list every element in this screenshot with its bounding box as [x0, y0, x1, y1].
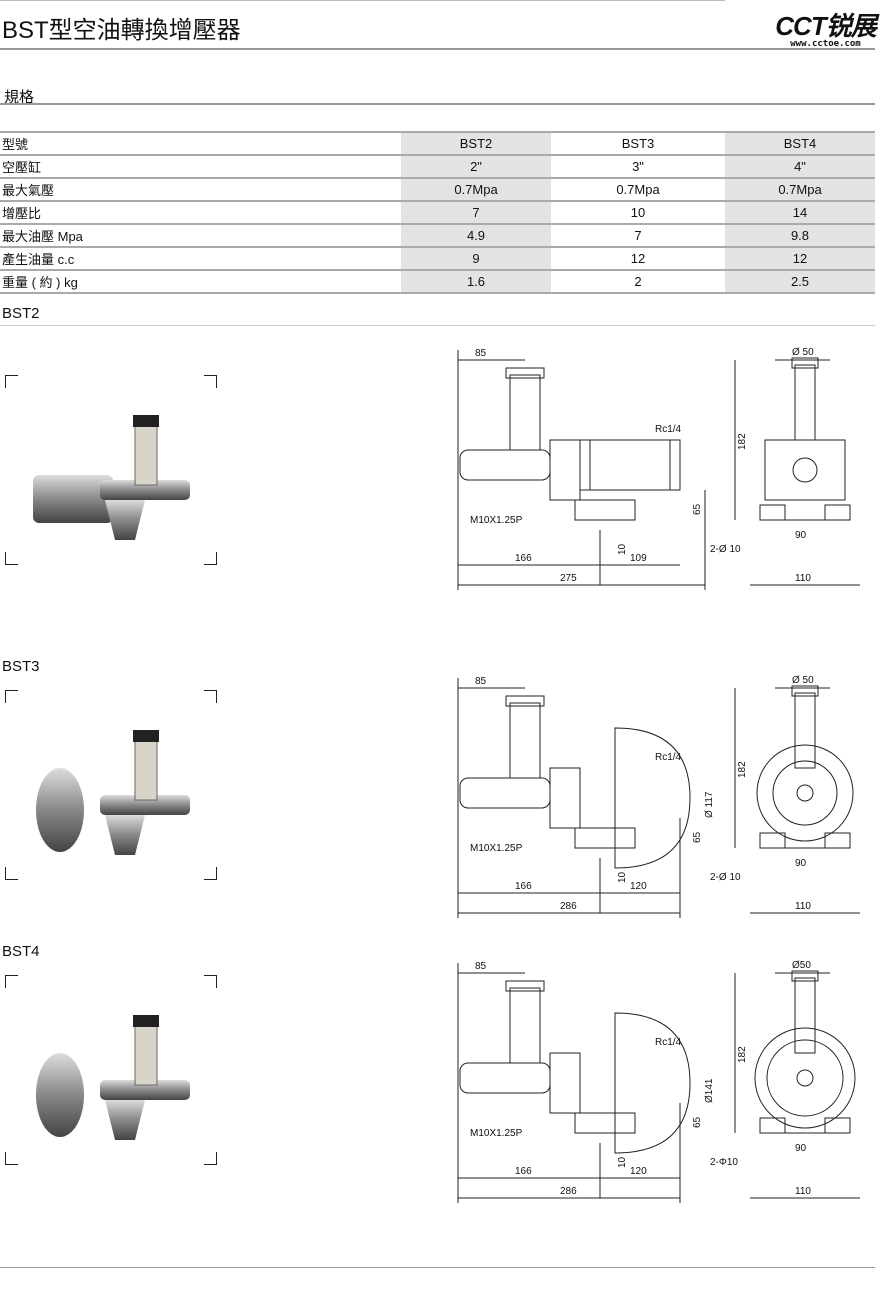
dim-65: 65 — [692, 1116, 703, 1128]
dim-port-label: Rc1/4 — [655, 752, 682, 763]
dim-110: 110 — [795, 901, 811, 912]
dim-110: 110 — [795, 1186, 811, 1197]
dim-182: 182 — [737, 1046, 748, 1063]
table-cell-value: 2.5 — [725, 270, 875, 294]
table-cell-label: 空壓缸 — [0, 155, 401, 179]
spec-rule — [0, 103, 875, 105]
section-title: BST4 — [2, 943, 40, 960]
logo-mark: CCT锐展 — [775, 11, 876, 41]
top-rule — [0, 0, 725, 1]
dim-holes: 2-Φ10 — [710, 1157, 738, 1168]
dim-body-dia: Ø 117 — [704, 791, 715, 818]
footer-rule — [0, 1267, 875, 1268]
dim-110: 110 — [795, 573, 811, 584]
dim-thread-label: M10X1.25P — [470, 843, 523, 854]
table-cell-value: 3" — [551, 155, 725, 179]
logo-url: www.cctoe.com — [790, 39, 861, 49]
dim-10: 10 — [617, 871, 628, 883]
section-title: BST2 — [2, 305, 40, 322]
table-cell-value: 0.7Mpa — [401, 178, 551, 202]
dim-166: 166 — [515, 881, 532, 892]
dim-90: 90 — [795, 1143, 807, 1154]
product-photo-bst2 — [5, 375, 217, 565]
dim-dia-50: Ø 50 — [792, 347, 814, 358]
header-rule — [0, 48, 875, 50]
table-cell-value: 2 — [551, 270, 725, 294]
product-photo-bst3 — [5, 690, 217, 880]
table-cell-value: 9.8 — [725, 224, 875, 248]
table-cell-label: 重量 ( 約 ) kg — [0, 270, 401, 294]
table-cell-label: 增壓比 — [0, 201, 401, 225]
table-cell-value: BST4 — [725, 131, 875, 156]
table-cell-value: 0.7Mpa — [725, 178, 875, 202]
dim-65: 65 — [692, 503, 703, 515]
dim-dia-50: Ø50 — [792, 960, 811, 971]
dim-182: 182 — [737, 433, 748, 450]
page-title: BST型空油轉換增壓器 — [2, 17, 241, 44]
table-cell-label: 最大油壓 Mpa — [0, 224, 401, 248]
dim-85: 85 — [475, 348, 487, 359]
dim-total: 286 — [560, 1186, 577, 1197]
dim-166: 166 — [515, 1166, 532, 1177]
table-cell-value: 4" — [725, 155, 875, 179]
product-image — [36, 730, 190, 855]
dim-holes: 2-Ø 10 — [710, 544, 741, 555]
dim-90: 90 — [795, 858, 807, 869]
section-rule — [0, 325, 875, 326]
dim-10: 10 — [617, 543, 628, 555]
table-cell-value: 12 — [725, 247, 875, 271]
product-photo-bst4 — [5, 975, 217, 1165]
brand-logo: CCT锐展 www.cctoe.com — [768, 6, 883, 49]
dim-90: 90 — [795, 530, 807, 541]
table-cell-value: 7 — [551, 224, 725, 248]
spec-heading: 規格 — [4, 89, 35, 106]
table-cell-value: 7 — [401, 201, 551, 225]
table-cell-value: 1.6 — [401, 270, 551, 294]
table-cell-value: 14 — [725, 201, 875, 225]
table-cell-value: 0.7Mpa — [551, 178, 725, 202]
dim-thread-label: M10X1.25P — [470, 1128, 523, 1139]
dim-65: 65 — [692, 831, 703, 843]
dim-85: 85 — [475, 961, 487, 972]
dim-total: 275 — [560, 573, 577, 584]
dim-166: 166 — [515, 553, 532, 564]
dim-85: 85 — [475, 676, 487, 687]
table-cell-value: 2" — [401, 155, 551, 179]
dim-port-label: Rc1/4 — [655, 1037, 682, 1048]
dim-dia-50: Ø 50 — [792, 675, 814, 686]
dim-port-label: Rc1/4 — [655, 424, 682, 435]
section-title: BST3 — [2, 658, 40, 675]
dim-l2: 120 — [630, 1166, 647, 1177]
dim-l2: 120 — [630, 881, 647, 892]
table-cell-value: 10 — [551, 201, 725, 225]
dim-l2: 109 — [630, 553, 647, 564]
table-cell-value: 4.9 — [401, 224, 551, 248]
dim-body-dia: Ø141 — [704, 1078, 715, 1103]
dim-182: 182 — [737, 761, 748, 778]
dim-thread-label: M10X1.25P — [470, 515, 523, 526]
table-cell-label: 最大氣壓 — [0, 178, 401, 202]
dim-holes: 2-Ø 10 — [710, 872, 741, 883]
dim-10: 10 — [617, 1156, 628, 1168]
dim-total: 286 — [560, 901, 577, 912]
table-cell-value: 12 — [551, 247, 725, 271]
product-image — [33, 415, 190, 540]
product-image — [36, 1015, 190, 1140]
table-cell-value: 9 — [401, 247, 551, 271]
table-cell-value: BST2 — [401, 131, 551, 156]
table-cell-label: 產生油量 c.c — [0, 247, 401, 271]
table-cell-value: BST3 — [551, 131, 725, 156]
table-cell-label: 型號 — [0, 131, 401, 156]
